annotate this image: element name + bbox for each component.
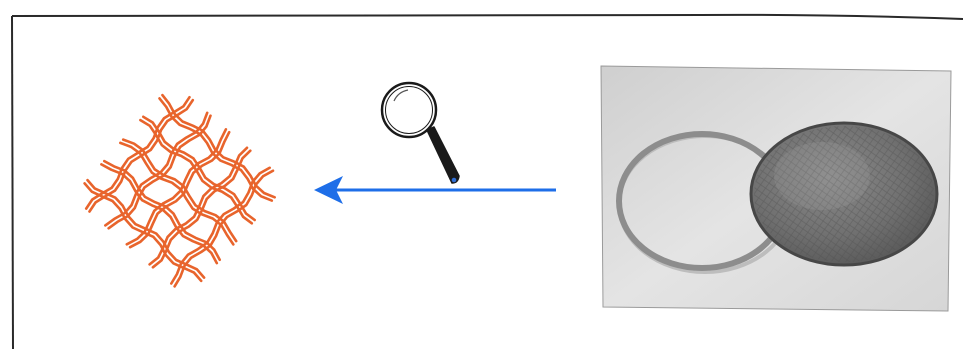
mesh-disc-photo <box>601 66 951 311</box>
woven-mesh-icon <box>85 95 275 286</box>
arrow-left-icon <box>314 176 556 204</box>
frame-top-border <box>12 15 963 19</box>
magnifier-handle-tip <box>452 178 457 183</box>
magnifying-glass-icon <box>382 83 459 183</box>
photo-disc-highlight <box>774 142 870 210</box>
magnifier-handle <box>427 127 459 183</box>
frame-left-border <box>12 16 13 349</box>
